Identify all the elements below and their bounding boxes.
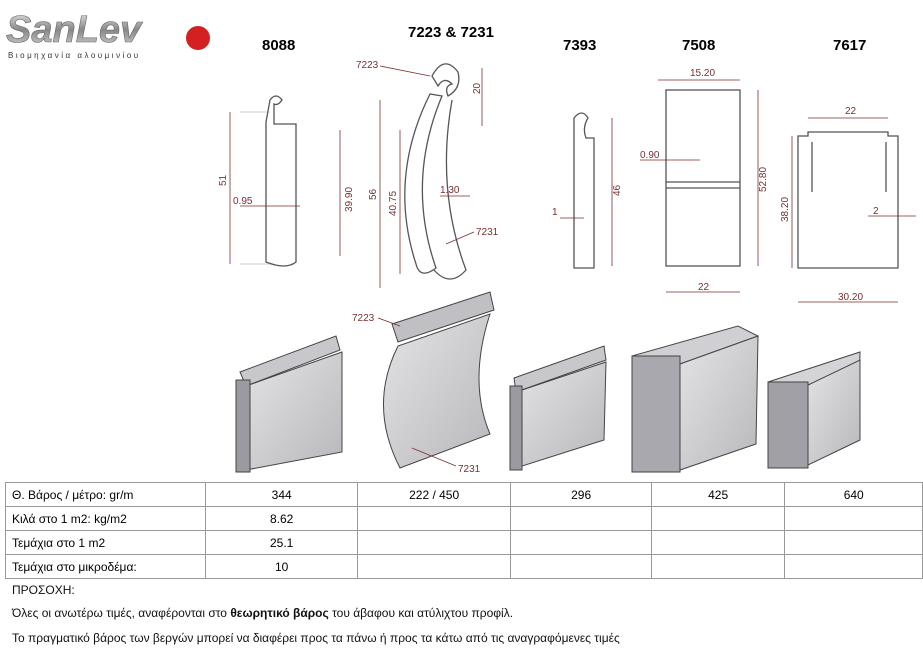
dimension-label: SanLev	[6, 9, 143, 51]
dimension-label: 38.20	[780, 197, 791, 222]
table-cell	[784, 506, 923, 531]
table-cell	[784, 530, 923, 555]
profile-title: 7223 & 7231	[408, 24, 494, 41]
table-cell: 640	[784, 482, 923, 507]
dimension-label: 0.95	[233, 196, 253, 207]
profile-title: 8088	[262, 37, 295, 54]
dimension-label: 20	[472, 82, 483, 94]
notes-line-1: Όλες οι ανωτέρω τιμές, αναφέρονται στο θ…	[12, 606, 514, 620]
notes-line-2: Το πραγματικό βάρος των βεργών μπορεί να…	[12, 631, 620, 645]
table-cell: Τεμάχια στο μικροδέμα:	[4, 554, 207, 579]
table-cell: 344	[205, 482, 358, 507]
profile-title: 7393	[563, 37, 596, 54]
table-cell: 25.1	[205, 530, 358, 555]
table-cell	[784, 554, 923, 579]
table-cell	[650, 554, 786, 579]
dimension-label: 52.80	[758, 167, 769, 192]
profile-7508-drawing: 15.20 0.90 52.80 22	[640, 68, 769, 293]
table-cell: Κιλά στο 1 m2: kg/m2	[4, 506, 207, 531]
table-cell	[356, 554, 512, 579]
table-cell: 10	[205, 554, 358, 579]
dimension-label: 0.90	[640, 150, 660, 161]
table-cell: Τεμάχια στο 1 m2	[4, 530, 207, 555]
table-cell	[510, 554, 652, 579]
table-cell: 296	[510, 482, 652, 507]
profile-8088-drawing: 51 39.90 0.95	[218, 95, 355, 267]
dimension-label: 39.90	[344, 187, 355, 212]
profile-7617-drawing: 22 38.20 2 30.20	[780, 106, 916, 303]
profile-7393-drawing: 1 46	[552, 112, 623, 269]
dimension-label: 15.20	[690, 68, 715, 79]
dimension-label: 22	[698, 282, 710, 293]
render-label-7223: 7223	[352, 313, 375, 324]
table-cell	[356, 530, 512, 555]
dimension-label: 2	[873, 206, 879, 217]
render-label-7231: 7231	[458, 464, 481, 475]
profiles-drawing: SanLev Βιομηχανία αλουμινίου 8088 7223 &…	[6, 9, 916, 475]
profile-7223-7231-drawing: 7223 20 56 40.75 1.30 7231	[356, 60, 499, 288]
table-row: Τεμάχια στο μικροδέμα:10	[4, 554, 923, 579]
dimension-label: 56	[368, 188, 379, 200]
sanlev-logo: SanLev Βιομηχανία αλουμινίου	[6, 9, 210, 60]
table-cell	[510, 530, 652, 555]
table-cell	[650, 506, 786, 531]
table-cell	[510, 506, 652, 531]
dimension-label: 46	[612, 184, 623, 196]
dimension-label: 1	[552, 207, 558, 218]
profile-renders	[235, 291, 861, 473]
table-cell: 222 / 450	[356, 482, 512, 507]
dimension-label: 30.20	[838, 292, 863, 303]
table-cell	[650, 530, 786, 555]
dimension-label: 40.75	[388, 191, 399, 216]
dimension-label: 51	[218, 174, 229, 186]
dimension-label: 22	[845, 106, 857, 117]
table-cell: Θ. Βάρος / μέτρο: gr/m	[4, 482, 207, 507]
dimension-label: 7223	[356, 60, 379, 71]
table-cell	[356, 506, 512, 531]
table-cell: 8.62	[205, 506, 358, 531]
notes-heading: ΠΡΟΣΟΧΗ:	[12, 583, 75, 597]
profile-title: 7617	[833, 37, 866, 54]
profile-title: 7508	[682, 37, 715, 54]
dimension-label: Βιομηχανία αλουμινίου	[8, 51, 141, 60]
table-cell: 425	[650, 482, 786, 507]
dimension-label: 1.30	[440, 185, 460, 196]
dimension-label: 7231	[476, 227, 499, 238]
